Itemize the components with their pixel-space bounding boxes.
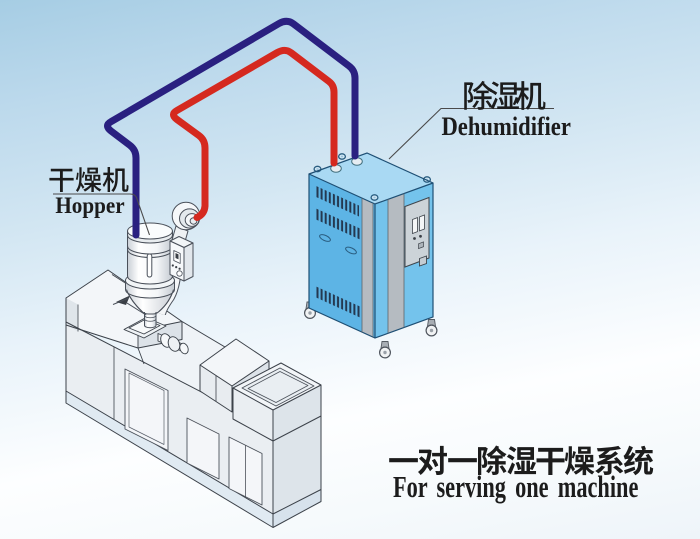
- drying-hopper: [112, 222, 176, 329]
- dehumidifier-label: Dehumidifier: [440, 80, 571, 142]
- cjk-char: [515, 81, 546, 110]
- hopper-label-en: Hopper: [55, 193, 125, 219]
- barrel-coupling: [157, 333, 189, 355]
- cabinet-doors: [124, 368, 263, 506]
- suction-blower: [169, 201, 201, 282]
- diagram-title: For serving one machine: [388, 445, 658, 505]
- hopper-label: Hopper: [46, 163, 130, 220]
- control-panel: [404, 196, 430, 268]
- vent-grilles: [315, 185, 360, 318]
- cjk-char: [102, 166, 129, 193]
- extruder-machine: [65, 269, 322, 528]
- end-unit: [232, 362, 322, 442]
- dry-air-pipe: [170, 46, 338, 221]
- hopper-label-zh: [48, 166, 130, 193]
- cjk-char: [75, 167, 102, 193]
- return-air-pipe: [104, 17, 359, 239]
- dehumidifier-label-zh: [462, 80, 570, 111]
- hopper-label-leader: [53, 193, 151, 236]
- diagram-title-en: For serving one machine: [393, 469, 639, 504]
- cjk-char: [49, 168, 74, 193]
- dehumidifier-label-en: Dehumidifier: [441, 112, 571, 141]
- dehumidifier-unit: [304, 152, 438, 359]
